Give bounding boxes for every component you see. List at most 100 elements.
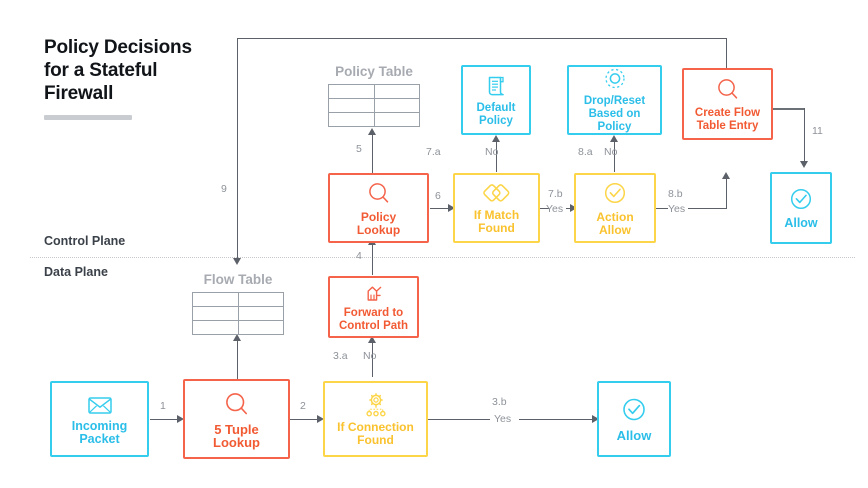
node-default-policy-line1: Default xyxy=(476,101,516,114)
node-five-tuple-lookup-line2: Lookup xyxy=(213,434,260,450)
edge-8b-condition: Yes xyxy=(668,203,686,215)
node-incoming-packet[interactable]: Incoming Packet xyxy=(50,381,149,457)
node-if-connection-found[interactable]: If Connection Found xyxy=(323,381,428,457)
edge-8b-label: 8.b xyxy=(668,188,683,200)
check-circle-icon xyxy=(619,396,649,426)
node-drop-reset-based-on-policy[interactable]: Drop/Reset Based on Policy xyxy=(567,65,662,135)
table-row xyxy=(328,84,420,99)
edge-8b-line-up xyxy=(726,178,728,209)
edge-3b-line-b xyxy=(519,419,596,421)
edge-9-seg-down xyxy=(237,38,239,260)
edge-9-seg-left xyxy=(237,38,727,40)
document-scroll-icon xyxy=(483,73,509,99)
edge-5-line xyxy=(372,133,374,173)
node-default-policy-line2: Policy xyxy=(479,114,513,127)
edge-8a-label: 8.a xyxy=(578,146,593,158)
node-if-match-found[interactable]: If Match Found xyxy=(453,173,540,243)
edge-2-label: 2 xyxy=(300,400,306,412)
edge-1-label: 1 xyxy=(160,400,166,412)
node-if-connection-found-line2: Found xyxy=(357,432,394,447)
edge-4-label: 4 xyxy=(356,250,362,262)
edge-1-line xyxy=(150,419,180,421)
edge-3a-condition: No xyxy=(363,350,377,362)
table-row xyxy=(328,112,420,127)
check-circle-icon xyxy=(601,180,629,208)
table-row xyxy=(328,98,420,113)
node-forward-to-control-path[interactable]: Forward to Control Path xyxy=(328,276,419,338)
edge-9-seg-up xyxy=(726,38,728,68)
edge-3b-arrowhead xyxy=(592,415,599,423)
node-drop-reset-line1: Drop/Reset xyxy=(583,95,646,107)
page-title: Policy Decisions for a Stateful Firewall xyxy=(44,36,244,105)
table-row xyxy=(192,320,284,335)
table-row xyxy=(192,306,284,321)
node-action-allow[interactable]: Action Allow xyxy=(574,173,656,243)
policy-table-grid xyxy=(328,84,420,127)
edge-3a-arrowhead xyxy=(368,336,376,343)
page-title-line3: Firewall xyxy=(44,83,114,104)
table-row xyxy=(192,292,284,307)
node-if-match-found-line2: Found xyxy=(478,220,515,235)
edge-2-arrowhead xyxy=(317,415,324,423)
edge-7a-line xyxy=(496,140,498,172)
node-allow-control-line1: Allow xyxy=(784,216,818,230)
edge-8b-line-a xyxy=(656,208,668,210)
magnifier-icon xyxy=(365,180,393,208)
data-plane-label: Data Plane xyxy=(44,265,108,279)
node-policy-lookup-line2: Lookup xyxy=(356,222,401,237)
edge-7a-label: 7.a xyxy=(426,146,441,158)
edge-6-label: 6 xyxy=(435,190,441,202)
edge-5-arrowhead xyxy=(368,128,376,135)
edge-11-arrowhead xyxy=(800,161,808,168)
edge-8a-arrowhead xyxy=(610,135,618,142)
node-create-flow-table-entry[interactable]: Create Flow Table Entry xyxy=(682,68,773,140)
edge-3b-label: 3.b xyxy=(492,396,507,408)
edge-8b-arrowhead xyxy=(722,172,730,179)
edge-7b-label: 7.b xyxy=(548,188,563,200)
node-drop-reset-line2: Based on Policy xyxy=(588,108,641,133)
node-action-allow-line1: Action xyxy=(596,209,634,224)
page-title-line1: Policy Decisions xyxy=(44,37,192,58)
node-incoming-packet-line1: Incoming xyxy=(71,418,128,433)
control-plane-label: Control Plane xyxy=(44,234,126,248)
edge-2-line xyxy=(290,419,320,421)
edge-lookup-to-flowtable-arrowhead xyxy=(233,334,241,341)
node-forward-control-line1: Forward to xyxy=(343,306,404,319)
node-allow-control[interactable]: Allow xyxy=(770,172,832,244)
node-if-match-found-line1: If Match xyxy=(473,207,520,222)
node-policy-lookup[interactable]: Policy Lookup xyxy=(328,173,429,243)
node-five-tuple-lookup[interactable]: 5 Tuple Lookup xyxy=(183,379,290,459)
edge-7b-line-a xyxy=(540,208,549,210)
reset-circle-icon xyxy=(602,66,628,92)
policy-table: Policy Table xyxy=(328,64,420,127)
envelope-icon xyxy=(84,393,116,417)
node-create-flow-line1: Create Flow xyxy=(694,106,761,119)
node-create-flow-line2: Table Entry xyxy=(696,119,759,132)
page-title-line2: for a Stateful xyxy=(44,60,158,81)
edge-8a-line xyxy=(614,140,616,172)
policy-table-title: Policy Table xyxy=(335,64,413,79)
edge-11-line-right xyxy=(773,108,805,110)
node-default-policy[interactable]: Default Policy xyxy=(461,65,531,135)
flow-table: Flow Table xyxy=(192,272,284,335)
edge-8b-line-b xyxy=(688,208,726,210)
edge-1-arrowhead xyxy=(177,415,184,423)
flow-table-grid xyxy=(192,292,284,335)
node-allow-data[interactable]: Allow xyxy=(597,381,671,457)
plane-divider xyxy=(30,257,855,258)
edge-6-line xyxy=(430,208,452,210)
edge-11-label: 11 xyxy=(812,125,823,137)
title-underline-rule xyxy=(44,115,132,120)
edge-7a-condition: No xyxy=(485,146,499,158)
node-if-connection-found-line1: If Connection xyxy=(337,419,414,434)
node-forward-control-line2: Control Path xyxy=(339,319,408,332)
edge-9-label: 9 xyxy=(221,183,227,195)
forward-arrow-icon xyxy=(362,282,386,304)
edge-11-line-down xyxy=(804,108,806,163)
magnifier-icon xyxy=(222,390,252,420)
flow-table-title: Flow Table xyxy=(203,272,273,287)
gear-network-icon xyxy=(361,392,391,418)
diamonds-icon xyxy=(481,182,513,206)
check-circle-icon xyxy=(787,186,815,214)
edge-7b-condition: Yes xyxy=(546,203,564,215)
